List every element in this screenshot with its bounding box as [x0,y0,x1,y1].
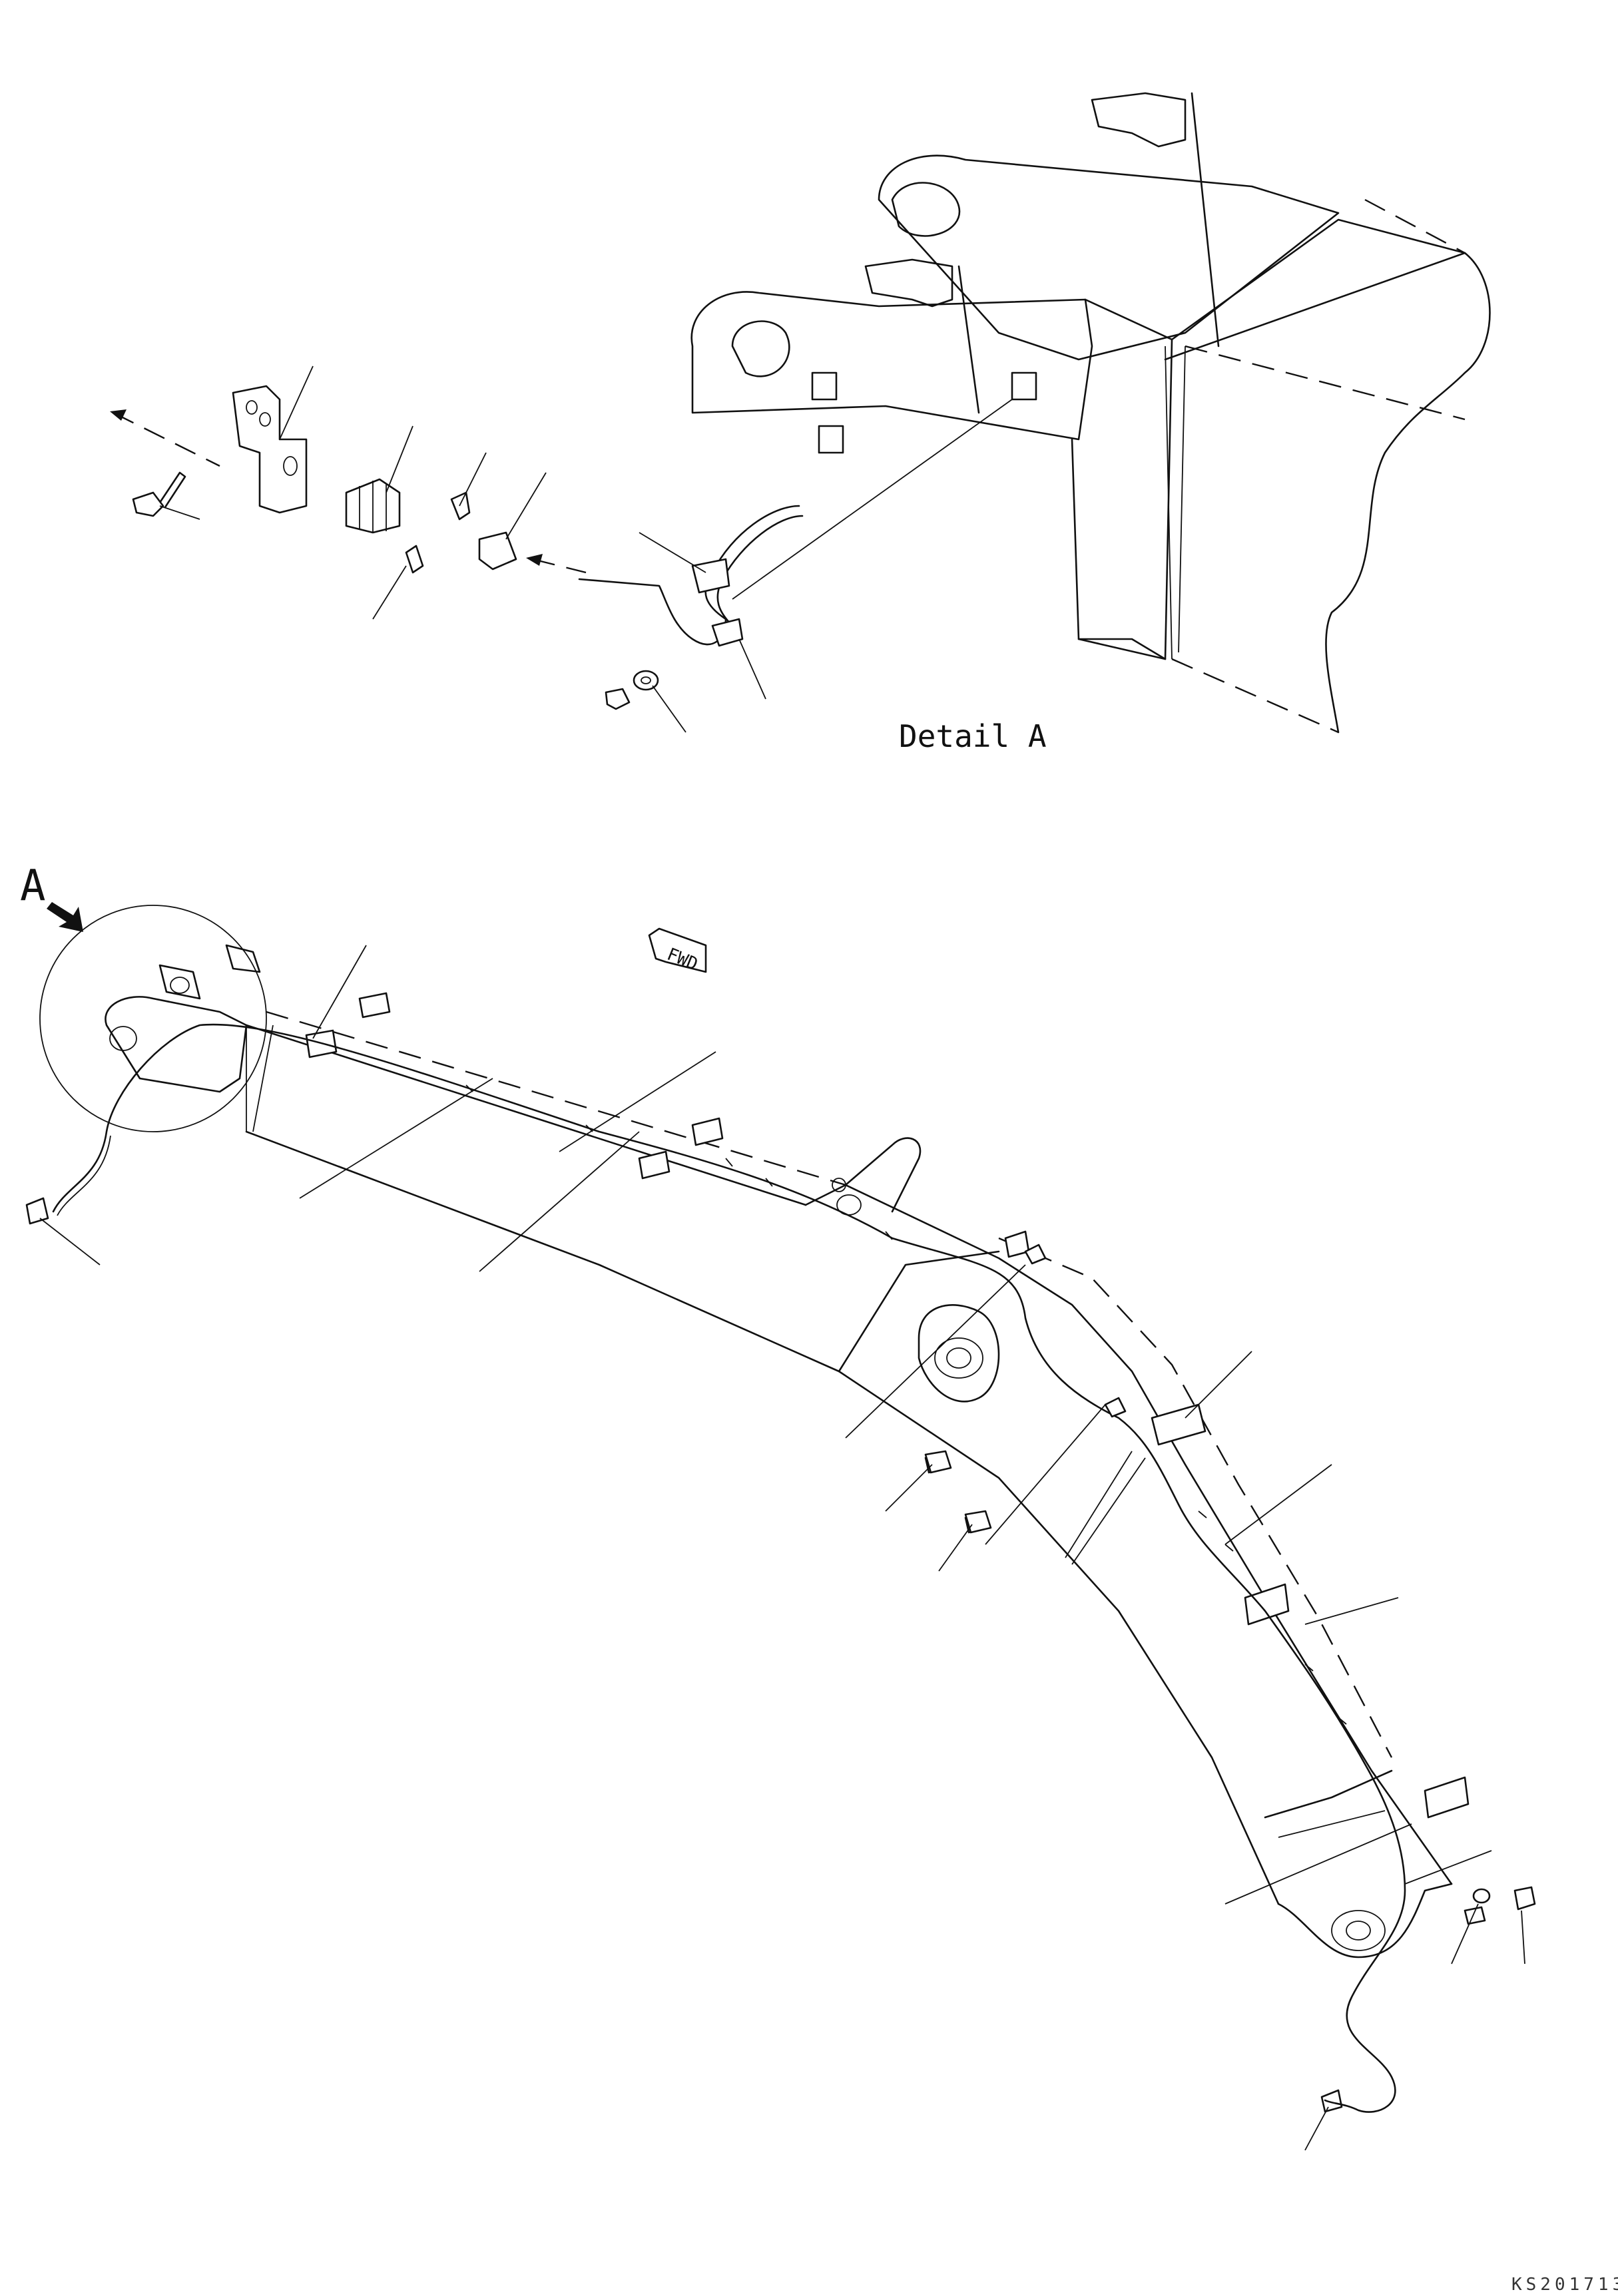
detail-a-assembly [690,92,1491,734]
leader-lines [39,945,1525,2151]
loose-parts [924,1450,992,1534]
boom-body [105,944,1453,1958]
detail-circle [39,905,267,1132]
clip [450,491,471,521]
fwd-direction-indicator: FWD [648,927,707,975]
harness-brackets [25,992,1536,2113]
view-marker-a: A [20,861,46,911]
wire-harness [52,1023,1406,2113]
drawing-code: KS201713 [1511,2275,1618,2295]
washer [633,670,659,691]
view-arrow-icon [47,902,83,932]
cap [405,545,424,574]
mounting-bracket [232,385,308,514]
bolt [132,471,186,517]
bolt-small [605,688,631,710]
detail-a-exploded-parts [110,365,1013,733]
detail-a-caption: Detail A [899,718,1047,754]
connector [478,531,517,571]
